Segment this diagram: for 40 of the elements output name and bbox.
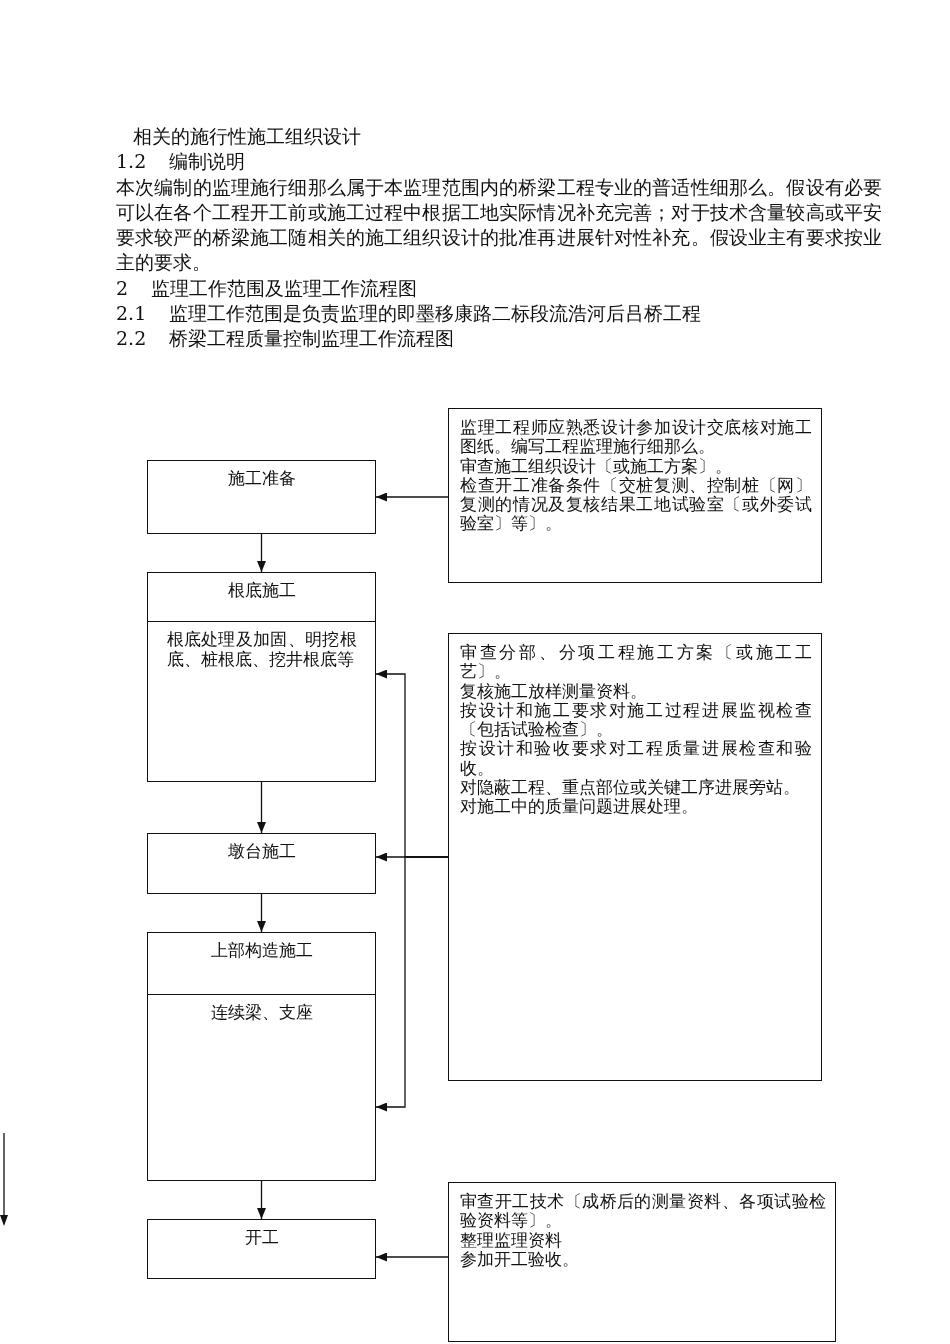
process-box <box>147 1219 376 1279</box>
process-box <box>147 572 376 782</box>
process-box <box>147 833 376 894</box>
arrow <box>257 781 266 834</box>
step-title: 墩台施工 <box>227 841 296 861</box>
arrow <box>375 1252 449 1262</box>
note-text: 检查开工准备条件〔交桩复测、控制桩〔网〕复测的情况及复核结果工地试验室〔或外委试验室〕等〕。 <box>460 475 812 534</box>
note-text: 复核施工放样测量资料。 <box>460 681 647 701</box>
section-heading: 2 监理工作范围及监理工作流程图 <box>116 275 418 301</box>
process-box <box>147 932 376 1181</box>
note-box <box>448 1182 836 1342</box>
section-heading: 1.2 编制说明 <box>116 149 246 175</box>
arrow <box>257 893 266 933</box>
note-text: 审查开工技术〔成桥后的测量资料、各项试验检验资料等〕。 <box>460 1192 826 1231</box>
note-text: 审查分部、分项工程施工方案〔或施工工艺〕。 <box>460 643 812 682</box>
step-title: 上部构造施工 <box>210 940 313 960</box>
note-text: 按设计和验收要求对工程质量进展检查和验收。 <box>460 739 812 778</box>
note-text: 按设计和施工要求对施工过程进展监视检查〔包括试验检查〕。 <box>460 700 812 740</box>
note-text: 参加开工验收。 <box>460 1249 579 1270</box>
step-title: 施工准备 <box>227 468 296 488</box>
note-text: 整理监理资料 <box>460 1230 562 1250</box>
arrow <box>257 1180 266 1220</box>
note-text: 对隐蔽工程、重点部位或关键工序进展旁站。 <box>460 778 800 798</box>
intro-text: 相关的施行性施工组织设计 <box>133 124 361 149</box>
note-text: 监理工程师应熟悉设计参加设计交底核对施工图纸。编写工程监理施行细那么。 <box>460 418 812 457</box>
step-detail: 根底处理及加固、明挖根底、桩根底、挖井根底等 <box>166 629 357 669</box>
arrow <box>375 856 449 1112</box>
note-text: 对施工中的质量问题进展处理。 <box>460 797 698 817</box>
body-paragraph: 本次编制的监理施行细那么属于本监理范围内的桥梁工程专业的普适性细那么。假设有必要可以在各个工程开工前或施工过程中根据工地实际情况补充完善；对于技术含量较高或平安要求较严的桥梁施工随相关的施工组织设计的批准再进展针对性补充。假设业主有要求按业主的要求。 <box>116 174 882 276</box>
section-heading: 2.1 监理工作范围是负责监理的即墨移康路二标段流浩河后吕桥工程 <box>116 301 702 327</box>
step-title: 开工 <box>244 1227 279 1247</box>
step-title: 根底施工 <box>227 580 296 600</box>
note-box <box>448 633 822 1081</box>
note-box <box>448 408 822 583</box>
arrow <box>375 492 449 502</box>
process-box <box>147 460 376 534</box>
section-heading: 2.2 桥梁工程质量控制监理工作流程图 <box>116 326 455 352</box>
arrow <box>257 533 266 573</box>
note-text: 审查施工组织设计〔或施工方案〕。 <box>460 456 732 476</box>
step-detail: 连续梁、支座 <box>210 1002 313 1022</box>
